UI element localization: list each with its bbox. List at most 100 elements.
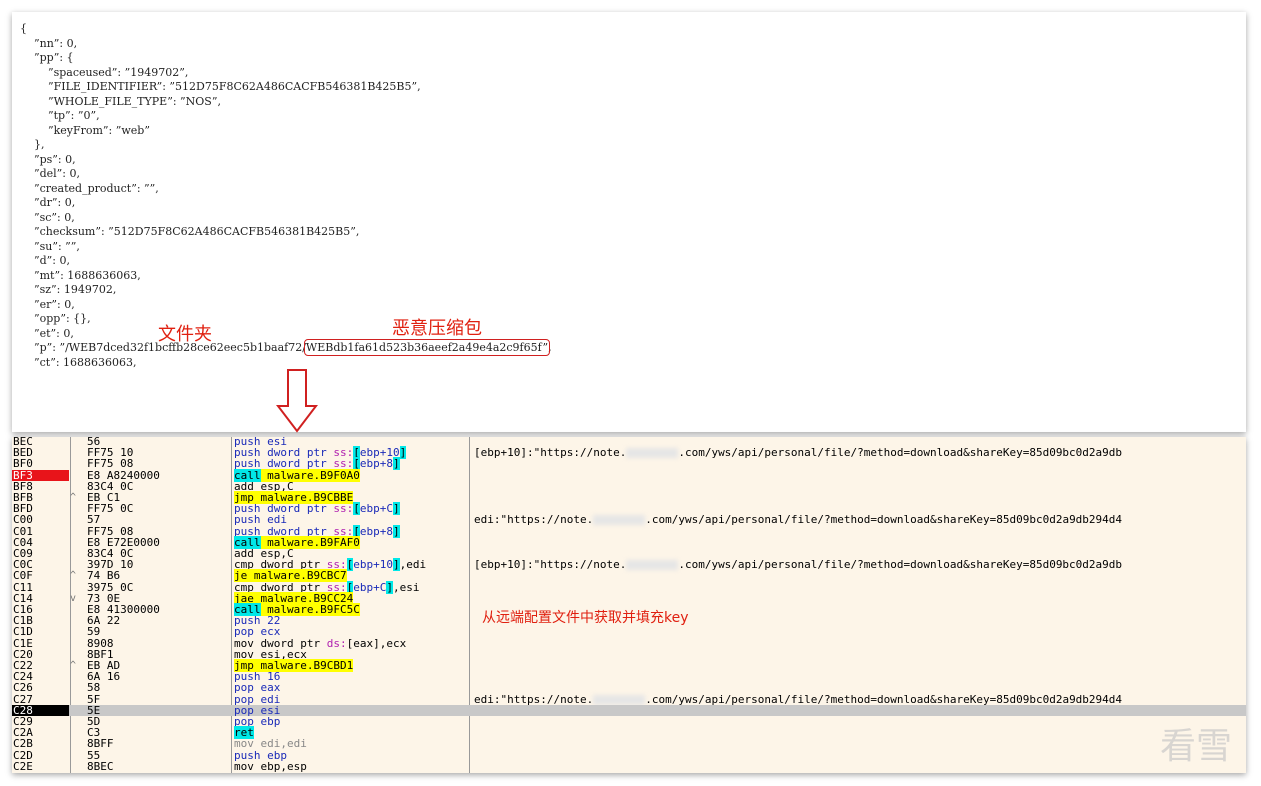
row-instruction: push edi	[234, 513, 287, 527]
row-bytes: FF75 08	[87, 457, 134, 471]
json-line: ”opp”: {},	[33, 312, 91, 325]
row-bytes: 56	[87, 437, 101, 448]
row-address: C1D	[13, 625, 33, 639]
row-address: BF0	[13, 457, 33, 471]
row-address: C1B	[13, 614, 33, 628]
row-address: C09	[13, 547, 33, 560]
row-instruction: pop esi	[234, 703, 281, 717]
json-line: ”del”: 0,	[33, 167, 81, 180]
row-address: C2E	[13, 759, 33, 773]
row-instruction: mov ebp,esp	[234, 759, 307, 773]
row-address: C2B	[13, 737, 33, 751]
row-address: C2D	[13, 748, 33, 762]
row-bytes: EB AD	[87, 659, 121, 672]
row-address: C29	[13, 715, 33, 728]
row-instruction: pop eax	[234, 681, 281, 695]
row-instruction: push dword ptr ss:[ebp+8]	[234, 457, 400, 471]
json-line: ”d”: 0,	[33, 254, 70, 267]
row-comment: edi:"https://note..com/yws/api/personal/…	[474, 692, 1123, 706]
row-bytes: E8 E72E0000	[87, 535, 160, 549]
json-line: ”et”: 0,	[33, 326, 74, 340]
row-instruction: mov esi,ecx	[234, 647, 307, 661]
row-instruction: call malware.B9F0A0	[234, 468, 360, 482]
row-bytes: 5E	[87, 703, 101, 717]
json-line: },	[33, 138, 45, 151]
row-instruction: pop ecx	[234, 625, 281, 639]
row-bytes: 55	[87, 748, 101, 762]
row-bytes: 5D	[87, 715, 101, 728]
row-instruction: mov dword ptr ds:[eax],ecx	[234, 636, 407, 650]
row-address: C01	[13, 524, 33, 538]
row-instruction: push dword ptr ss:[ebp+C]	[234, 502, 400, 516]
row-address: C27	[13, 692, 33, 706]
disassembly-row[interactable]: C2D 55 push ebp	[12, 748, 1246, 762]
row-instruction: jmp malware.B9CBD1	[234, 659, 354, 672]
column-divider	[231, 437, 232, 773]
disassembly-row[interactable]: C16 E8 41300000 call malware.B9FC5C	[12, 603, 1246, 616]
json-line: ”er”: 0,	[33, 297, 75, 311]
row-bytes: FF75 08	[87, 524, 134, 538]
row-instruction: add esp,C	[234, 479, 294, 493]
row-address: C24	[13, 670, 33, 684]
disassembly-row[interactable]: BF0 FF75 08 push dword ptr ss:[ebp+8]	[12, 457, 1246, 471]
row-instruction: mov edi,edi	[234, 737, 307, 751]
json-line: ”su”: ””,	[33, 239, 80, 253]
row-bytes: E8 41300000	[87, 603, 160, 616]
row-instruction: call malware.B9FC5C	[234, 603, 360, 616]
row-instruction: push ebp	[234, 748, 287, 762]
row-instruction: push esi	[234, 437, 287, 448]
watermark: 看雪	[1159, 726, 1232, 767]
row-instruction: pop edi	[234, 692, 281, 706]
row-comment: [ebp+10]:"https://note..com/yws/api/pers…	[474, 558, 1123, 572]
disassembly-row[interactable]: C27 5F pop edi edi:"https://note..com/yws/a…	[12, 692, 1246, 706]
json-line: ”tp”: ”0”,	[47, 109, 100, 122]
json-line: ”WHOLE_FILE_TYPE”: ”NOS”,	[47, 94, 221, 108]
row-address: C0F	[13, 569, 33, 583]
column-divider	[469, 437, 470, 773]
row-bytes: 5F	[87, 692, 101, 706]
jump-arrow-icon: ^	[70, 660, 77, 671]
row-instruction: push 16	[234, 670, 281, 684]
column-divider	[70, 437, 71, 773]
redacted-region	[626, 560, 679, 571]
row-bytes: 74 B6	[87, 569, 121, 583]
redacted-region	[626, 448, 679, 459]
row-instruction: jmp malware.B9CBBE	[234, 491, 354, 504]
row-address: C2A	[13, 726, 33, 740]
json-line: ”nn”: 0,	[33, 36, 78, 50]
json-line: ”sz”: 1949702,	[33, 283, 117, 296]
folder-annotation: 文件夹	[158, 324, 212, 345]
row-address: C16	[13, 603, 33, 616]
json-line: ”created_product”: ””,	[33, 181, 159, 195]
jump-arrow-icon: ^	[70, 570, 77, 582]
json-line: ”mt”: 1688636063,	[33, 268, 141, 282]
row-bytes: 73 0E	[87, 591, 121, 605]
